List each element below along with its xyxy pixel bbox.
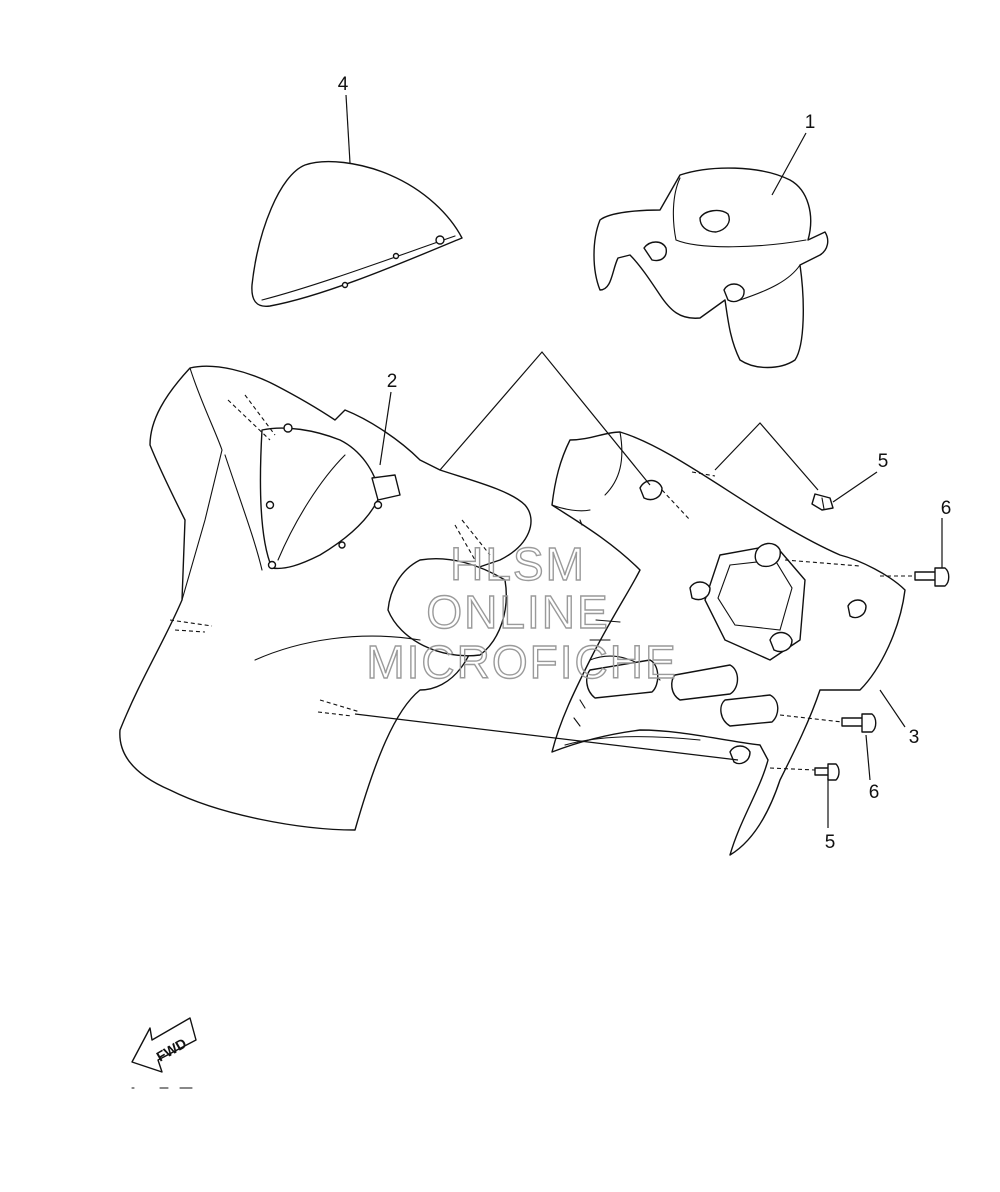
callout-labels: 4 1 2 5 6 3 6 5 [338,74,952,853]
callout-2: 2 [387,371,398,392]
callout-6-upper: 6 [941,498,952,519]
bolt-6-upper [914,567,950,587]
callout-1: 1 [805,112,816,133]
bolt-6-lower [841,713,877,733]
fwd-arrow-icon: FWD [131,1017,197,1073]
part-2-front-cover [119,365,532,831]
callout-5-upper: 5 [878,451,889,472]
callout-leaders [345,94,943,828]
callout-5-lower: 5 [825,832,836,853]
watermark-line-1: HLSM [450,538,586,590]
part-4-cover [251,160,463,307]
callout-6-lower: 6 [869,782,880,803]
callout-4: 4 [338,74,349,95]
screw-5-upper [811,493,834,511]
hardware [769,493,950,781]
watermark-line-3: MICROFICHE [366,636,677,688]
part-1-handle-cover [593,167,829,369]
part-3-inner-panel [551,431,906,856]
watermark: HLSM ONLINE MICROFICHE [366,537,677,688]
assembly-lines [354,351,819,761]
screw-5-lower [814,763,840,781]
callout-3: 3 [909,727,920,748]
watermark-line-2: ONLINE [426,586,609,638]
